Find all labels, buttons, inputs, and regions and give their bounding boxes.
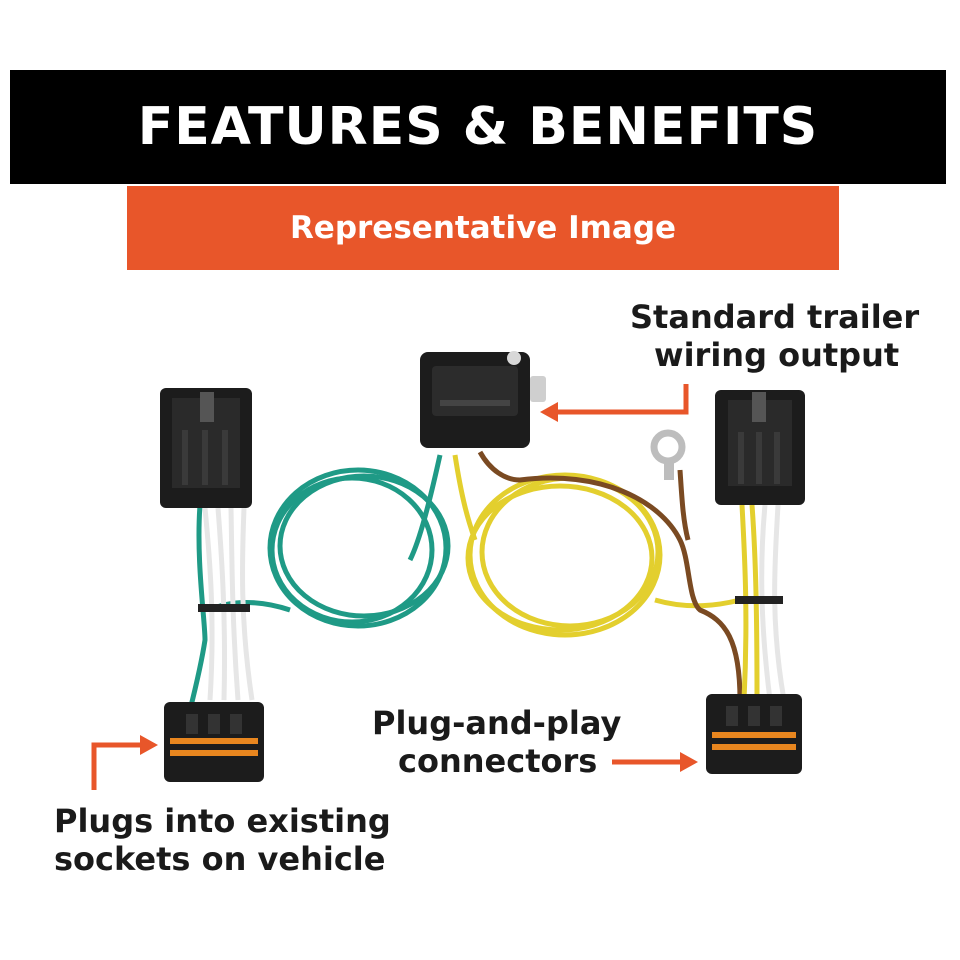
header-subtitle: Representative Image xyxy=(289,210,677,246)
brown-wire xyxy=(477,450,743,701)
subtitle-banner: Representative Image xyxy=(127,186,839,270)
white-wires-left xyxy=(202,507,255,701)
callout-output: Standard trailer wiring output xyxy=(630,298,919,374)
yellow-wires-right xyxy=(739,504,760,701)
right-upper-connector xyxy=(715,390,805,505)
left-upper-connector xyxy=(160,388,252,508)
zip-tie-left xyxy=(198,604,250,612)
arrow-plugs-head xyxy=(140,735,158,755)
arrow-output xyxy=(552,384,689,415)
green-wire-coil xyxy=(187,454,451,711)
arrow-connectors-head xyxy=(680,752,698,772)
white-wires-right xyxy=(759,504,787,701)
arrow-output-head xyxy=(540,402,558,422)
callout-plugs-line1: Plugs into existing xyxy=(54,802,391,840)
callout-connectors: Plug-and-play connectors xyxy=(372,704,621,780)
ring-terminal xyxy=(650,429,686,480)
zip-tie-right xyxy=(735,596,783,604)
callout-output-line2: wiring output xyxy=(654,336,900,374)
flat-four-connector xyxy=(420,351,546,448)
arrow-plugs xyxy=(91,742,142,790)
callout-output-line1: Standard trailer xyxy=(630,298,920,336)
callout-plugs: Plugs into existing sockets on vehicle xyxy=(54,802,391,878)
header-banner: FEATURES & BENEFITS xyxy=(10,70,946,184)
callout-connectors-line1: Plug-and-play xyxy=(372,704,622,742)
callout-connectors-line2: connectors xyxy=(398,742,598,780)
left-bottom-plug xyxy=(164,702,264,782)
header-title: FEATURES & BENEFITS xyxy=(137,97,819,157)
right-bottom-plug xyxy=(706,694,802,774)
callout-plugs-line2: sockets on vehicle xyxy=(54,840,386,878)
